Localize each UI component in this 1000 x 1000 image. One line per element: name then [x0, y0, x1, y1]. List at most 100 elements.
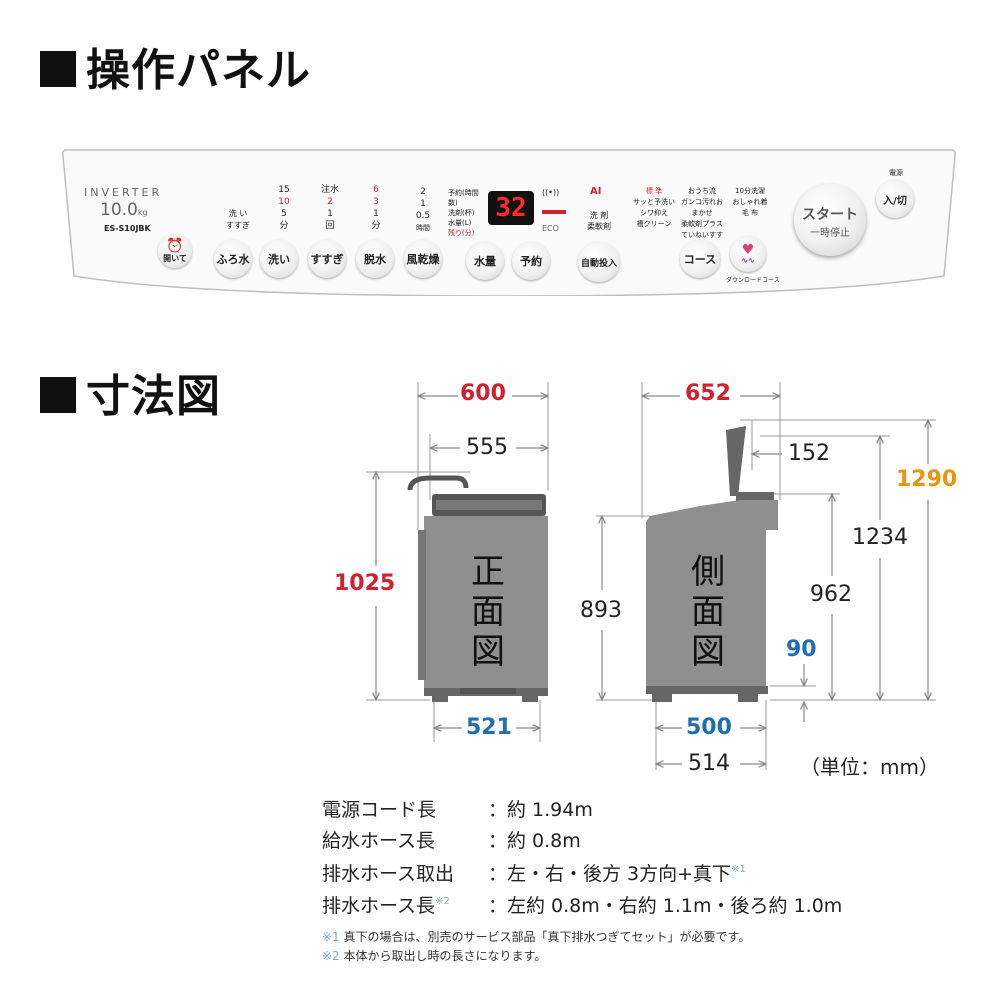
footnote-mark: ※1	[731, 864, 746, 875]
lid-clock-icon: ⏰	[166, 237, 184, 254]
timer-button[interactable]: 予約	[512, 242, 550, 280]
spec-value: ：約 1.94m	[488, 799, 593, 821]
spec-row: 排水ホース取出	[322, 859, 454, 886]
dry-unit: 時間	[416, 224, 430, 232]
section-heading-panel: 操作パネル	[40, 34, 311, 98]
spec-label: 排水ホース長	[322, 895, 436, 917]
side-char: 面	[691, 592, 725, 632]
dim-521: 521	[466, 715, 512, 740]
indicator-detergent: 洗剤(杯)	[448, 209, 475, 217]
rinse-unit: 回	[325, 221, 335, 231]
course-softener-plus: 柔軟剤プラス	[681, 220, 723, 228]
open-lid-button[interactable]: ⏰ 開いて	[158, 234, 192, 268]
wash-time-unit: 分	[279, 221, 289, 231]
dim-1234: 1234	[852, 525, 908, 550]
wave-icon: ∿∿	[741, 256, 755, 265]
ai-label: AI	[590, 186, 602, 197]
footnote-mark: ※2	[322, 949, 340, 963]
course-tub-clean: 槽クリーン	[636, 220, 672, 228]
digital-display: 32	[488, 191, 534, 225]
course-prewash: サッと予洗い	[633, 198, 675, 206]
pause-label: 一時停止	[810, 228, 850, 239]
power-button[interactable]: 入/切	[876, 180, 914, 218]
wash-time-15: 15	[278, 185, 290, 195]
spec-row: 給水ホース長	[322, 826, 435, 853]
spec-value: ：左・右・後方 3方向+真下※1	[488, 859, 746, 886]
spec-row: 排水ホース長※2	[322, 891, 450, 918]
dim-152: 152	[788, 441, 830, 466]
dim-600: 600	[460, 381, 506, 406]
capacity-value: 10.0	[100, 200, 138, 220]
dim-514: 514	[688, 751, 730, 776]
heading-text: 操作パネル	[86, 45, 311, 96]
water-level-button[interactable]: 水量	[466, 242, 504, 280]
control-panel-illustration: INVERTER 10.0kg ES-S10JBK ⏰ 開いて 洗 い すすぎ …	[62, 146, 956, 296]
square-bullet-icon	[40, 377, 76, 413]
spin-3: 3	[373, 197, 379, 207]
dry-1: 1	[420, 199, 426, 209]
brand-label: INVERTER	[84, 186, 163, 199]
wash-time-5: 5	[281, 209, 287, 219]
unit-label: （単位：mm）	[800, 755, 939, 779]
footnote-1: ※1 真下の場合は、別売のサービス部品「真下排水つぎてセット」が必要です。	[322, 928, 750, 945]
course-button[interactable]: コース	[680, 240, 720, 278]
spec-label: 排水ホース取出	[322, 863, 455, 885]
detergent-label: 洗 剤	[589, 211, 609, 220]
rinse-count-column: 注水 2 1 回	[318, 184, 342, 232]
course-standard: 標 準	[645, 187, 663, 195]
dim-962: 962	[810, 582, 852, 607]
spin-6: 6	[373, 185, 379, 195]
front-view-machine	[407, 475, 548, 702]
indicator-remaining: 残り(分)	[448, 229, 475, 237]
side-char: 図	[691, 632, 725, 672]
start-pause-button[interactable]: スタート 一時停止	[794, 184, 866, 256]
dim-500: 500	[686, 715, 732, 740]
wash-button[interactable]: 洗い	[260, 240, 298, 278]
detergent-labels: 洗 剤 柔軟剤	[582, 210, 616, 232]
side-view-machine	[646, 426, 778, 702]
start-label: スタート	[802, 207, 858, 223]
side-char: 側	[691, 552, 725, 592]
open-lid-label: 開いて	[163, 253, 187, 263]
footnote-text: 本体から取出し時の長さになります。	[343, 949, 547, 963]
dim-893: 893	[580, 598, 622, 623]
dim-1025: 1025	[334, 571, 396, 596]
course-wrinkle: シワ抑え	[640, 209, 668, 217]
power-label: 電源	[889, 169, 903, 177]
spin-button[interactable]: 脱水	[356, 240, 394, 278]
download-course-label: ダウンロードコース	[726, 277, 780, 284]
dim-1290: 1290	[896, 467, 958, 492]
left-label-rinse: すすぎ	[226, 221, 250, 230]
model-label: ES-S10JBK	[104, 224, 151, 233]
footnote-2: ※2 本体から取出し時の長さになります。	[322, 947, 546, 964]
wifi-icon: ((•))	[542, 188, 560, 197]
front-char: 図	[471, 632, 505, 672]
square-bullet-icon	[40, 51, 76, 87]
rinse-button[interactable]: すすぎ	[308, 240, 346, 278]
capacity-unit: kg	[137, 208, 148, 217]
spec-label: 電源コード長	[322, 799, 437, 821]
course-column-3: 10分洗濯 おしゃれ着 毛 布	[728, 186, 772, 219]
download-course-button[interactable]: ♥ ∿∿	[730, 236, 766, 272]
footnote-mark: ※2	[435, 896, 450, 907]
course-blanket: 毛 布	[741, 209, 759, 217]
side-view-label: 側 面 図	[688, 552, 728, 672]
auto-dispense-button[interactable]: 自動投入	[578, 242, 620, 282]
rinse-1: 1	[327, 209, 333, 219]
furomizu-button[interactable]: ふろ水	[214, 240, 252, 278]
spec-label: 給水ホース長	[322, 830, 436, 852]
front-view-label: 正 面 図	[468, 552, 508, 672]
spec-value-text: ：左・右・後方 3方向+真下	[488, 863, 732, 885]
dry-time-column: 2 1 0.5 時間	[410, 186, 436, 234]
spin-time-column: 6 3 1 分	[364, 184, 388, 232]
dry-button[interactable]: 風乾燥	[404, 240, 442, 278]
heart-icon: ♥	[741, 242, 755, 258]
indicator-water: 水量(L)	[448, 219, 472, 227]
indicator-labels: 予約(時間数) 洗剤(杯) 水量(L) 残り(分)	[448, 188, 488, 238]
course-home: おうち流	[688, 187, 716, 195]
heading-text: 寸法図	[86, 371, 221, 422]
dry-05: 0.5	[415, 211, 431, 221]
section-heading-dimensions: 寸法図	[40, 360, 221, 424]
spec-row: 電源コード長	[322, 795, 436, 822]
